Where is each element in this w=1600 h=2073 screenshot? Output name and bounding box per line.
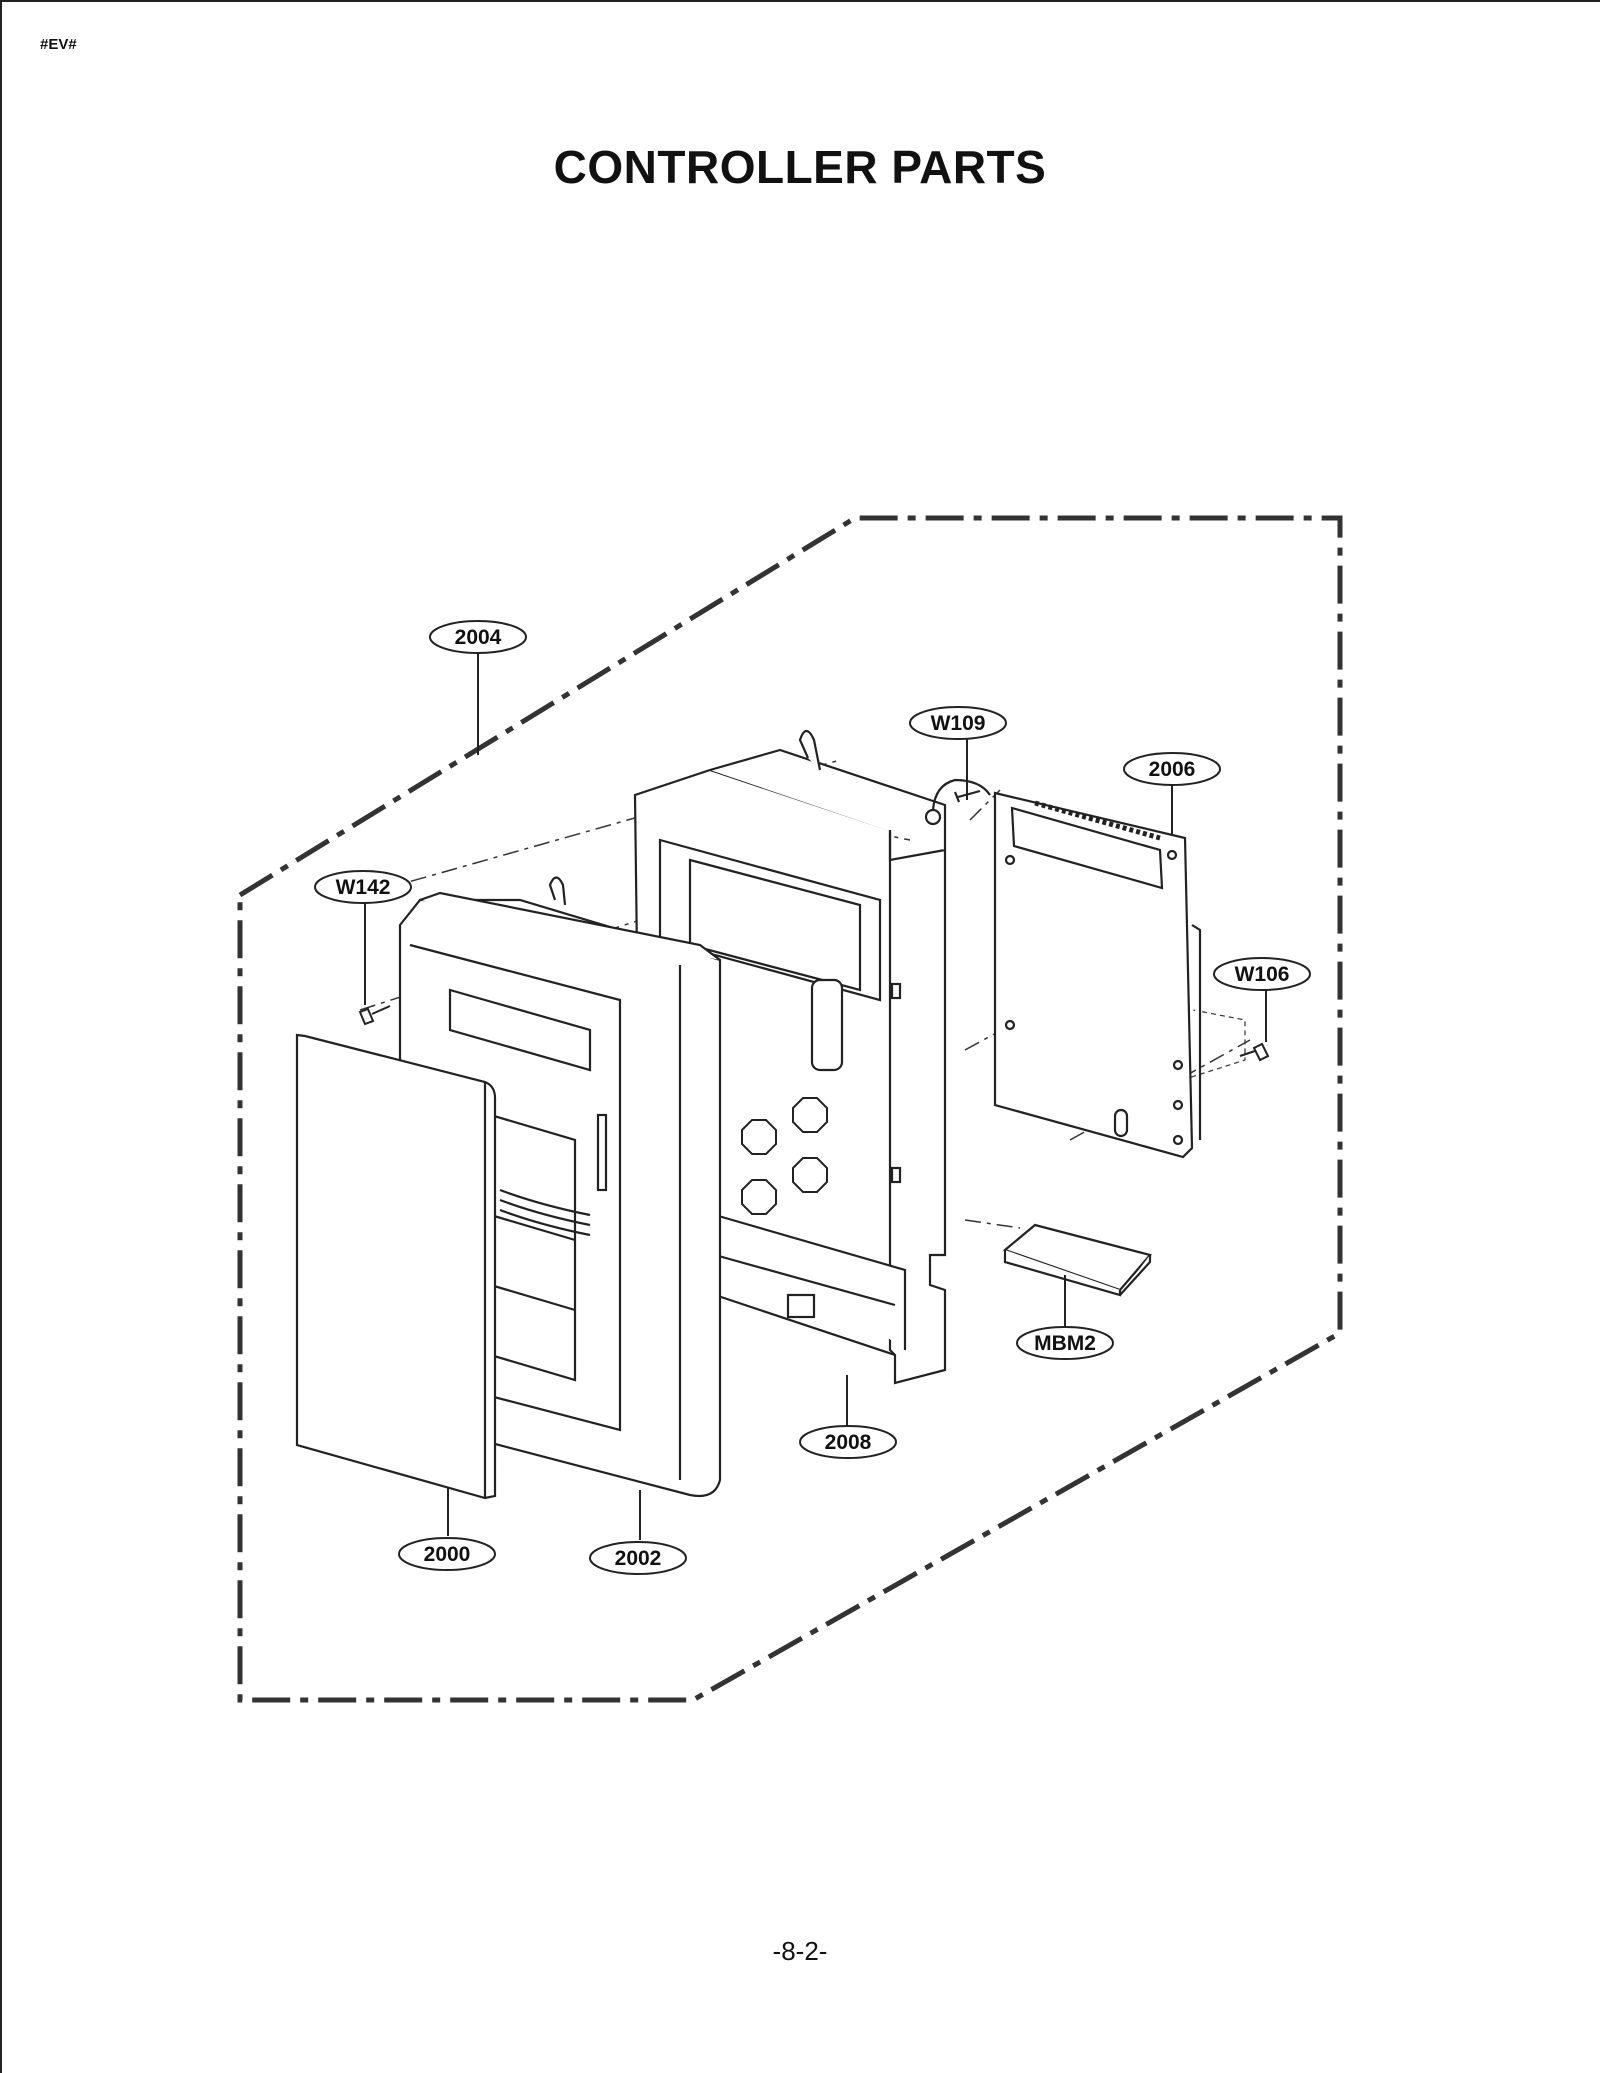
page-border-top	[0, 0, 1600, 2]
page-title: CONTROLLER PARTS	[553, 141, 1047, 193]
svg-text:MBM2: MBM2	[1034, 1332, 1096, 1355]
svg-text:2000: 2000	[424, 1543, 471, 1566]
page-number: -8-2-	[772, 1936, 828, 1966]
assembly-boundary	[237, 515, 1343, 1703]
svg-text:W142: W142	[336, 876, 391, 899]
front-cover-2000	[295, 1033, 497, 1500]
svg-text:W109: W109	[931, 712, 986, 735]
callout-W109: W109	[909, 706, 1007, 740]
callout-2000: 2000	[398, 1537, 496, 1571]
controller-frame-2008	[633, 729, 947, 1385]
model-code: #EV#	[40, 36, 77, 53]
callout-W106: W106	[1213, 957, 1311, 991]
ground-wire-W109	[924, 778, 991, 826]
callout-2002: 2002	[589, 1541, 687, 1575]
mbm2-part	[1002, 1223, 1152, 1297]
callout-W142: W142	[314, 870, 412, 904]
svg-text:W106: W106	[1235, 963, 1290, 986]
page-border-left	[0, 0, 2, 2073]
svg-text:2008: 2008	[825, 1431, 872, 1454]
svg-text:2006: 2006	[1149, 758, 1196, 781]
callout-2006: 2006	[1123, 752, 1221, 786]
callout-MBM2: MBM2	[1016, 1326, 1114, 1360]
pcb-2006	[993, 791, 1202, 1159]
leader-lines	[364, 653, 1267, 1540]
screw-W106	[1239, 1042, 1270, 1062]
screw-W142	[358, 1005, 391, 1026]
callout-2004: 2004	[429, 620, 527, 654]
svg-text:2004: 2004	[455, 626, 502, 649]
svg-text:2002: 2002	[615, 1547, 662, 1570]
callout-2008: 2008	[799, 1425, 897, 1459]
